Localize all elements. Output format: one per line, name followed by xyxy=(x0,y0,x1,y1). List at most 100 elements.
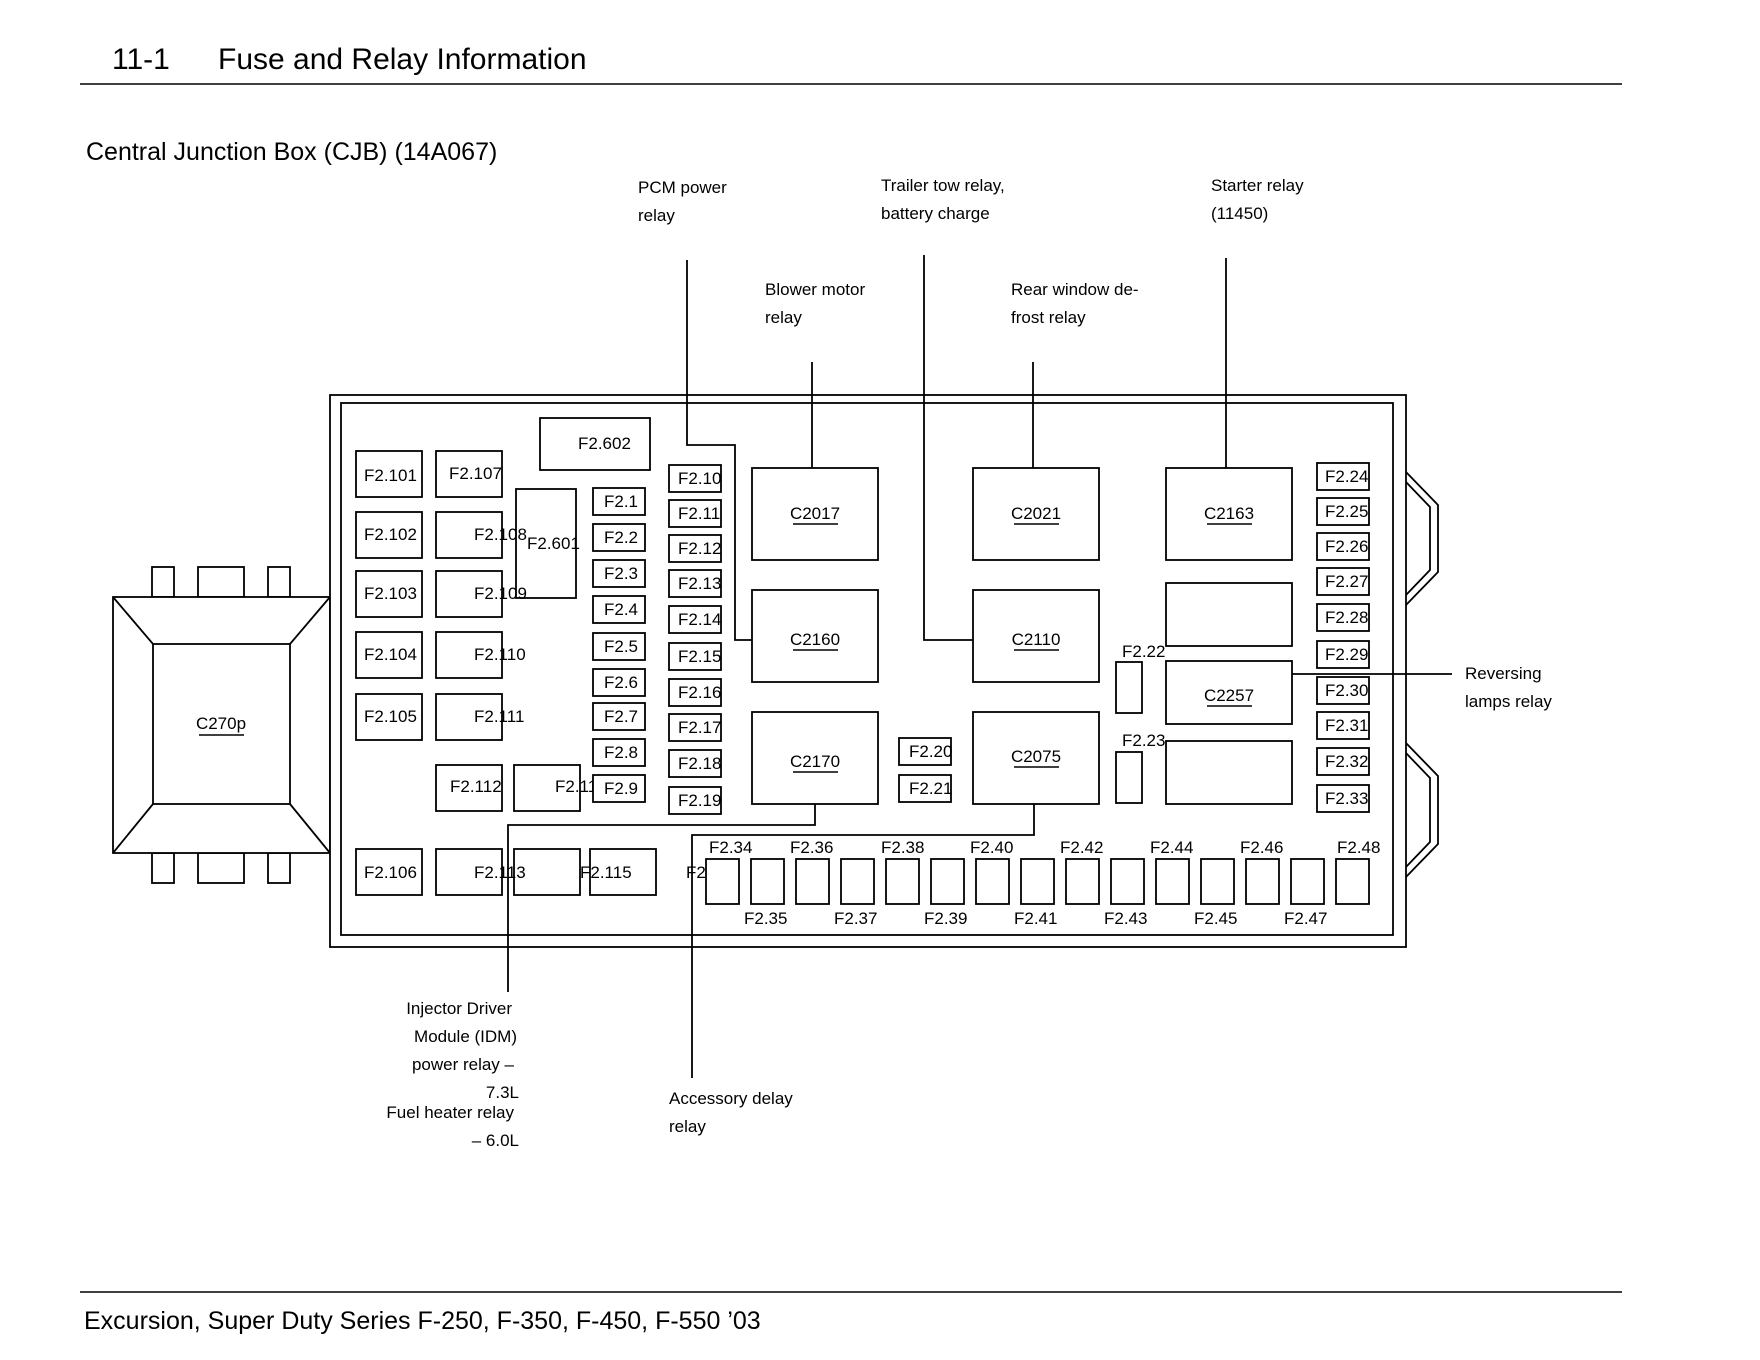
svg-text:Blower motor: Blower motor xyxy=(765,280,865,299)
relay-C2170: C2170 xyxy=(751,711,879,805)
svg-text:F2.30: F2.30 xyxy=(1325,681,1368,700)
fuse-F2.14: F2.14 xyxy=(668,605,722,634)
svg-text:Starter relay: Starter relay xyxy=(1211,176,1304,195)
svg-text:Injector Driver: Injector Driver xyxy=(406,999,512,1018)
fuse-F2.115 xyxy=(589,848,657,896)
fuse-F2.103: F2.103 xyxy=(355,570,423,618)
fuse-F2.21: F2.21 xyxy=(898,774,952,803)
fuse-F2.29: F2.29 xyxy=(1316,640,1370,669)
svg-text:F2.19: F2.19 xyxy=(678,791,721,810)
fuse-F2.602: F2.602 xyxy=(539,417,651,471)
svg-text:F2.11: F2.11 xyxy=(678,504,720,523)
fuse-label-F2.44: F2.44 xyxy=(1150,838,1193,857)
connector-c270p: C270p xyxy=(112,566,331,884)
fuse-label-F2.45: F2.45 xyxy=(1194,909,1237,928)
svg-text:7.3L: 7.3L xyxy=(486,1083,519,1102)
svg-text:F2.103: F2.103 xyxy=(364,584,417,603)
svg-text:F2.27: F2.27 xyxy=(1325,572,1368,591)
cjb-inner-border xyxy=(340,402,1394,936)
svg-text:F2.33: F2.33 xyxy=(1325,789,1368,808)
fuse-label-F2.38: F2.38 xyxy=(881,838,924,857)
fuse-F2.1: F2.1 xyxy=(592,487,646,516)
fuse-F2.8: F2.8 xyxy=(592,738,646,767)
svg-text:F2.25: F2.25 xyxy=(1325,502,1368,521)
callout-rear-window-defrost-relay: Rear window de- frost relay xyxy=(1011,280,1139,327)
fuse-label-F2.110: F2.110 xyxy=(474,645,526,664)
fuse-F2.114 xyxy=(513,764,581,812)
svg-text:F2.21: F2.21 xyxy=(909,779,952,798)
fuse-label-F2.47: F2.47 xyxy=(1284,909,1327,928)
fuse-F2.18: F2.18 xyxy=(668,749,722,778)
svg-text:F2.17: F2.17 xyxy=(678,718,721,737)
fuse-F2.5: F2.5 xyxy=(592,632,646,661)
fuse-label-F2.115: F2.115 xyxy=(580,863,632,882)
fuse-label-F2.40: F2.40 xyxy=(970,838,1013,857)
fuse-F2.25: F2.25 xyxy=(1316,497,1370,526)
relay-C2163: C2163 xyxy=(1165,467,1293,561)
fuse-F2.28: F2.28 xyxy=(1316,603,1370,632)
fuse-F2.115-slot xyxy=(513,848,581,896)
fuse-F2.48 xyxy=(1335,858,1370,905)
svg-text:Reversing: Reversing xyxy=(1465,664,1542,683)
svg-text:F2.24: F2.24 xyxy=(1325,467,1368,486)
svg-text:C2163: C2163 xyxy=(1204,504,1254,523)
svg-text:F2.16: F2.16 xyxy=(678,683,721,702)
fuse-label-F2.113: F2.113 xyxy=(474,863,526,882)
connector-label: C270p xyxy=(196,714,246,733)
fuse-F2.101: F2.101 xyxy=(355,450,423,498)
fuse-F2.37 xyxy=(840,858,875,905)
fuse-F2.30: F2.30 xyxy=(1316,676,1370,705)
fuse-F2.41 xyxy=(1020,858,1055,905)
fuse-label-F2.39: F2.39 xyxy=(924,909,967,928)
relay-C2017: C2017 xyxy=(751,467,879,561)
fuse-F2.34 xyxy=(705,858,740,905)
svg-text:relay: relay xyxy=(765,308,802,327)
svg-text:Module (IDM): Module (IDM) xyxy=(414,1027,517,1046)
svg-text:F2.28: F2.28 xyxy=(1325,608,1368,627)
svg-text:F2.14: F2.14 xyxy=(678,610,721,629)
svg-text:PCM power: PCM power xyxy=(638,178,727,197)
svg-text:F2.23: F2.23 xyxy=(1122,731,1165,750)
svg-text:F2.13: F2.13 xyxy=(678,574,721,593)
svg-text:F2.7: F2.7 xyxy=(604,707,638,726)
svg-text:power relay –: power relay – xyxy=(412,1055,515,1074)
fuse-F2.32: F2.32 xyxy=(1316,747,1370,776)
callout-blower-motor-relay: Blower motor relay xyxy=(765,280,865,327)
svg-text:F2.3: F2.3 xyxy=(604,564,638,583)
fuse-F2.7: F2.7 xyxy=(592,702,646,731)
svg-text:F2.10: F2.10 xyxy=(678,469,721,488)
fuse-F2.11: F2.11 xyxy=(668,499,722,528)
fuse-label-F2.34: F2.34 xyxy=(709,838,752,857)
fuse-F2.4: F2.4 xyxy=(592,595,646,624)
fuse-label-F2.109: F2.109 xyxy=(474,584,527,603)
fuse-F2.44 xyxy=(1155,858,1190,905)
relay-C2021: C2021 xyxy=(972,467,1100,561)
svg-text:F2.12: F2.12 xyxy=(678,539,721,558)
fuse-F2.33: F2.33 xyxy=(1316,784,1370,813)
callout-fuel-heater-relay: Fuel heater relay – 6.0L xyxy=(386,1103,519,1150)
fuse-F2.2: F2.2 xyxy=(592,523,646,552)
section-title: Fuse and Relay Information xyxy=(218,43,587,76)
svg-text:F2.107: F2.107 xyxy=(449,464,502,483)
fuse-label-F2.36: F2.36 xyxy=(790,838,833,857)
fuse-label-F2.108: F2.108 xyxy=(474,525,527,544)
fuse-label-partial: F2 xyxy=(686,863,706,882)
bottom-fuse-row xyxy=(705,858,1370,905)
svg-text:F2.9: F2.9 xyxy=(604,779,638,798)
svg-text:relay: relay xyxy=(669,1117,706,1136)
fuse-F2.112: F2.112 xyxy=(435,764,503,812)
svg-text:F2.2: F2.2 xyxy=(604,528,638,547)
svg-text:F2.18: F2.18 xyxy=(678,754,721,773)
svg-text:F2.26: F2.26 xyxy=(1325,537,1368,556)
relay-C2110: C2110 xyxy=(972,589,1100,683)
svg-text:Fuel heater relay: Fuel heater relay xyxy=(386,1103,514,1122)
fuse-F2.43 xyxy=(1110,858,1145,905)
relay-blank-2 xyxy=(1165,740,1293,805)
fuse-label-F2.601: F2.601 xyxy=(527,534,580,553)
fuse-F2.20: F2.20 xyxy=(898,737,952,766)
fuse-label-F2.111: F2.111 xyxy=(474,707,524,726)
fuse-F2.601 xyxy=(515,488,577,599)
svg-text:F2.112: F2.112 xyxy=(450,777,502,796)
svg-text:C2170: C2170 xyxy=(790,752,840,771)
